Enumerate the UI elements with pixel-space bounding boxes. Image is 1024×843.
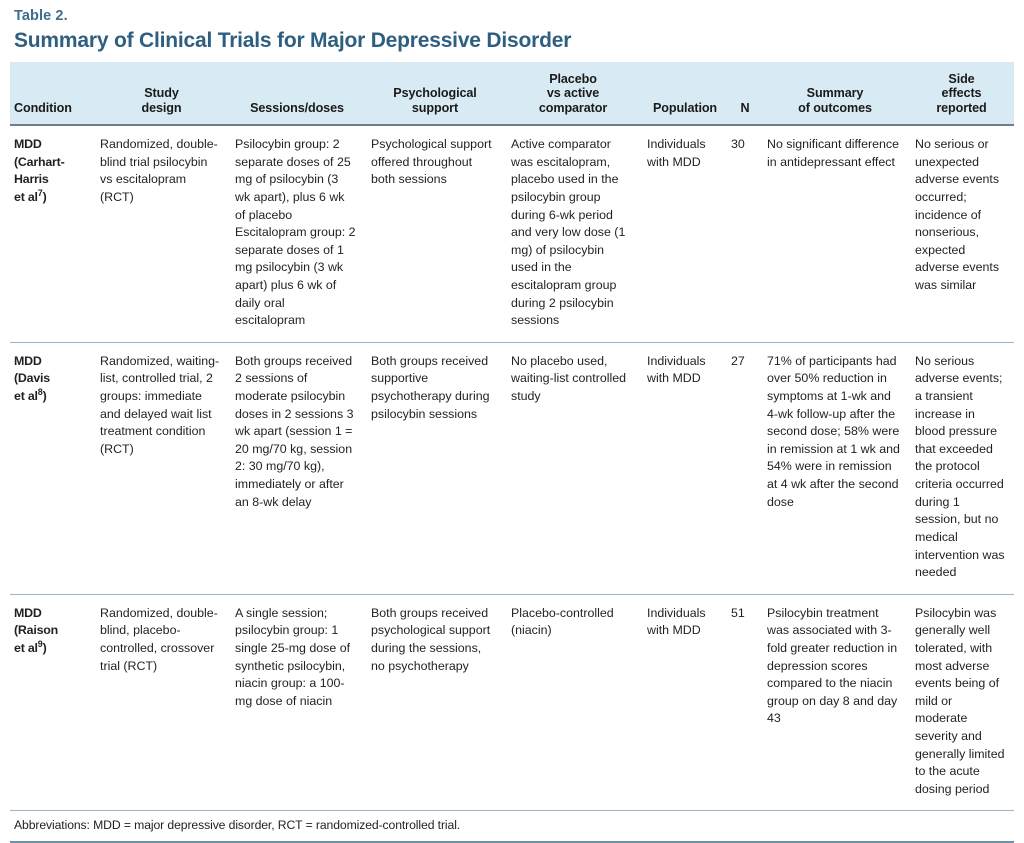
cell-side-effects: Psilocybin was generally well tolerated,… bbox=[909, 594, 1014, 812]
cell-population: Individuals with MDD bbox=[641, 125, 729, 343]
column-header-psychological-support-line1: Psychological bbox=[393, 86, 477, 101]
column-header-n-label: N bbox=[740, 101, 750, 116]
condition-line: (Carhart- bbox=[14, 154, 65, 169]
cell-sessions-doses: Psilocybin group: 2 separate doses of 25… bbox=[229, 125, 365, 343]
cell-study-design: Randomized, double-blind trial psilocybi… bbox=[94, 125, 229, 343]
column-header-psychological-support: Psychological support bbox=[365, 61, 505, 127]
column-header-placebo-line2: vs active bbox=[546, 86, 600, 101]
cell-population: Individuals with MDD bbox=[641, 342, 729, 595]
column-header-sessions-doses: Sessions/doses bbox=[229, 61, 365, 127]
cell-population: Individuals with MDD bbox=[641, 594, 729, 812]
citation-ref: 8 bbox=[37, 386, 43, 397]
cell-sessions-doses: Both groups received 2 sessions of moder… bbox=[229, 342, 365, 595]
column-header-side-effects-reported: Side effects reported bbox=[909, 61, 1014, 127]
column-header-study-design-line1: Study bbox=[144, 86, 179, 101]
clinical-trials-table: Condition Study design Sessions/doses Ps… bbox=[10, 61, 1014, 812]
cell-condition: MDD (Davis et al8) bbox=[10, 342, 94, 595]
column-header-side-line3: reported bbox=[936, 101, 987, 116]
citation-ref: 9 bbox=[37, 638, 43, 649]
column-header-population: Population bbox=[641, 61, 729, 127]
cell-placebo-vs-comparator: No placebo used, waiting-list controlled… bbox=[505, 342, 641, 595]
column-header-n: N bbox=[729, 61, 761, 127]
cell-placebo-vs-comparator: Active comparator was escitalopram, plac… bbox=[505, 125, 641, 343]
table-header: Condition Study design Sessions/doses Ps… bbox=[10, 61, 1014, 127]
condition-author: et al bbox=[14, 189, 38, 204]
cell-condition: MDD (Raison et al9) bbox=[10, 594, 94, 812]
condition-line: (Raison bbox=[14, 623, 59, 638]
column-header-side-line2: effects bbox=[941, 86, 982, 101]
cell-summary-of-outcomes: Psilocybin treatment was associated with… bbox=[761, 594, 909, 812]
cell-condition: MDD (Carhart- Harris et al7) bbox=[10, 125, 94, 343]
table-row: MDD (Raison et al9) Randomized, double-b… bbox=[10, 594, 1014, 812]
condition-line: MDD bbox=[14, 137, 42, 152]
column-header-psychological-support-line2: support bbox=[411, 101, 459, 116]
cell-psychological-support: Psychological support offered throughout… bbox=[365, 125, 505, 343]
cell-sessions-doses: A single session; psilocybin group: 1 si… bbox=[229, 594, 365, 812]
column-header-population-label: Population bbox=[652, 101, 718, 116]
cell-placebo-vs-comparator: Placebo-controlled (niacin) bbox=[505, 594, 641, 812]
column-header-condition-label: Condition bbox=[14, 101, 72, 116]
page-title: Summary of Clinical Trials for Major Dep… bbox=[14, 29, 572, 53]
cell-n: 51 bbox=[729, 594, 761, 812]
cell-study-design: Randomized, waiting-list, controlled tri… bbox=[94, 342, 229, 595]
cell-psychological-support: Both groups received supportive psychoth… bbox=[365, 342, 505, 595]
condition-line: et al8) bbox=[14, 386, 85, 406]
condition-author: et al bbox=[14, 389, 38, 404]
condition-line: Harris bbox=[14, 172, 49, 187]
cell-n: 27 bbox=[729, 342, 761, 595]
condition-line: et al9) bbox=[14, 638, 85, 658]
column-header-study-design: Study design bbox=[94, 61, 229, 127]
condition-line: et al7) bbox=[14, 187, 85, 207]
cell-n: 30 bbox=[729, 125, 761, 343]
cell-summary-of-outcomes: No significant difference in antidepress… bbox=[761, 125, 909, 343]
table-footnote: Abbreviations: MDD = major depressive di… bbox=[10, 811, 1014, 843]
condition-line: MDD bbox=[14, 605, 42, 620]
condition-tail: ) bbox=[42, 389, 47, 404]
table-header-row: Condition Study design Sessions/doses Ps… bbox=[10, 61, 1014, 127]
condition-line: (Davis bbox=[14, 371, 50, 386]
cell-side-effects: No serious adverse events; a transient i… bbox=[909, 342, 1014, 595]
cell-summary-of-outcomes: 71% of participants had over 50% reducti… bbox=[761, 342, 909, 595]
column-header-summary-line2: of outcomes bbox=[798, 101, 872, 116]
condition-tail: ) bbox=[42, 189, 47, 204]
cell-side-effects: No serious or unexpected adverse events … bbox=[909, 125, 1014, 343]
citation-ref: 7 bbox=[37, 187, 43, 198]
column-header-condition: Condition bbox=[10, 61, 94, 127]
table-row: MDD (Davis et al8) Randomized, waiting-l… bbox=[10, 342, 1014, 595]
cell-study-design: Randomized, double-blind, placebo-contro… bbox=[94, 594, 229, 812]
column-header-study-design-line2: design bbox=[141, 101, 182, 116]
table-label: Table 2. bbox=[14, 8, 68, 24]
column-header-summary-line1: Summary bbox=[806, 86, 864, 101]
column-header-summary-of-outcomes: Summary of outcomes bbox=[761, 61, 909, 127]
column-header-sessions-doses-label: Sessions/doses bbox=[250, 101, 344, 116]
condition-tail: ) bbox=[42, 640, 47, 655]
table-page: Table 2. Summary of Clinical Trials for … bbox=[10, 8, 1014, 843]
column-header-placebo-vs-active-comparator: Placebo vs active comparator bbox=[505, 61, 641, 127]
table-body: MDD (Carhart- Harris et al7) Randomized,… bbox=[10, 125, 1014, 812]
condition-line: MDD bbox=[14, 353, 42, 368]
column-header-side-line1: Side bbox=[948, 71, 975, 86]
table-row: MDD (Carhart- Harris et al7) Randomized,… bbox=[10, 125, 1014, 343]
condition-author: et al bbox=[14, 640, 38, 655]
cell-psychological-support: Both groups received psychological suppo… bbox=[365, 594, 505, 812]
column-header-placebo-line3: comparator bbox=[538, 101, 608, 116]
column-header-placebo-line1: Placebo bbox=[549, 71, 597, 86]
